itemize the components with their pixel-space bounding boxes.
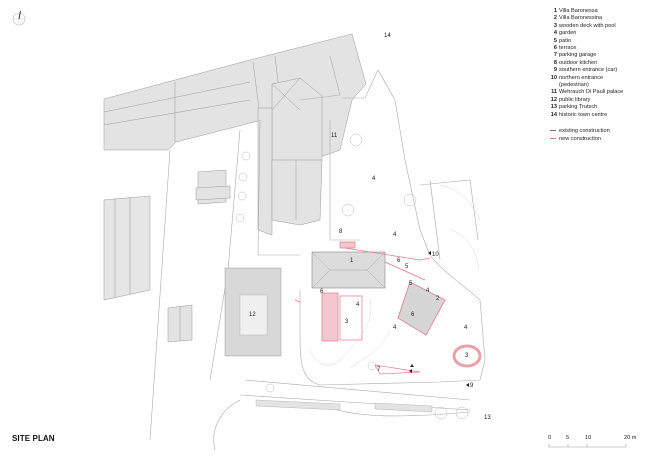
new-construction (294, 241, 482, 375)
legend-item-continued: (pedestrian) (559, 82, 589, 89)
svg-text:4: 4 (426, 288, 430, 294)
svg-text:4: 4 (393, 232, 397, 238)
new-line-swatch (550, 137, 556, 139)
drawing-title: SITE PLAN (12, 434, 55, 443)
svg-text:6: 6 (411, 312, 415, 318)
svg-text:8: 8 (339, 229, 343, 235)
svg-text:2: 2 (436, 296, 440, 302)
svg-text:3: 3 (465, 353, 469, 359)
svg-text:6: 6 (320, 289, 324, 295)
plan-labels: 1 2 3 3 4 4 4 4 4 4 5 5 6 6 6 7 8 9 10 1… (249, 33, 491, 421)
svg-text:5: 5 (405, 264, 409, 270)
svg-text:5: 5 (409, 281, 413, 287)
svg-text:3: 3 (345, 319, 349, 325)
scale-tick-label: 10 (585, 435, 592, 441)
svg-text:4: 4 (464, 325, 468, 331)
svg-text:4: 4 (356, 302, 360, 308)
public-library-building (224, 267, 282, 357)
line-legend: existing construction new construction (550, 128, 610, 143)
svg-text:4: 4 (372, 176, 376, 182)
svg-text:4: 4 (393, 325, 397, 331)
svg-text:12: 12 (249, 312, 256, 318)
villa-baronessina-building (397, 281, 446, 336)
scale-tick-label: 0 (548, 435, 552, 441)
existing-line-swatch (550, 130, 556, 132)
svg-text:9: 9 (470, 383, 474, 389)
svg-text:7: 7 (377, 367, 381, 373)
svg-text:6: 6 (397, 258, 401, 264)
scale-tick-label: 20 m (624, 435, 637, 441)
trees (235, 133, 469, 420)
line-legend-existing: existing construction (550, 128, 610, 136)
svg-text:11: 11 (331, 133, 338, 139)
scale-tick-label: 5 (566, 435, 570, 441)
historic-town-centre-buildings (103, 33, 367, 343)
villa-baronessa-building (311, 251, 386, 289)
scale-bar: 0 5 10 20 m (548, 435, 644, 449)
svg-text:14: 14 (384, 33, 391, 39)
svg-text:1: 1 (350, 258, 354, 264)
svg-text:10: 10 (432, 252, 439, 258)
scale-bar-line (548, 444, 627, 448)
line-legend-new: new construction (550, 136, 610, 144)
north-arrow-icon (12, 10, 26, 26)
parking-strips (255, 399, 433, 413)
svg-text:13: 13 (484, 415, 491, 421)
